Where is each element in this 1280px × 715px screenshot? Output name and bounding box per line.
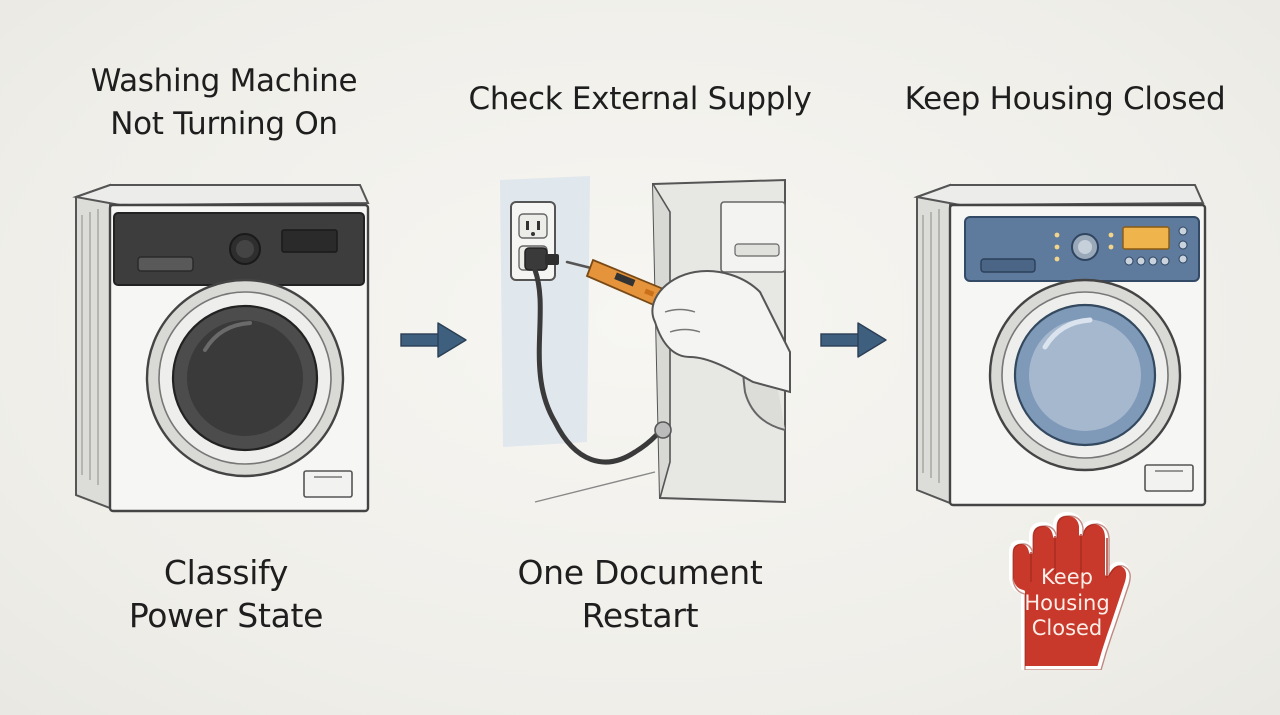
step-1-title-line-1: Washing Machine <box>90 63 358 99</box>
step-3-title: Keep Housing Closed <box>880 78 1250 121</box>
step-2-caption: One Document Restart <box>490 552 790 638</box>
step-3-title-line-1: Keep Housing Closed <box>904 81 1226 117</box>
stop-sign-line-2: Housing <box>1024 590 1110 615</box>
step-1-title: Washing Machine Not Turning On <box>74 60 374 146</box>
arrow-right-icon <box>820 322 887 358</box>
step-1-caption: Classify Power State <box>76 552 376 638</box>
step-1-title-line-2: Not Turning On <box>110 105 338 142</box>
washing-machine-off-icon <box>72 183 370 513</box>
stop-sign-line-1: Keep <box>1041 565 1093 589</box>
step-2-caption-line-1: One Document <box>517 553 763 592</box>
stop-sign-line-3: Closed <box>1031 616 1103 641</box>
arrow-right-icon <box>400 322 467 358</box>
stop-hand-icon <box>1009 512 1131 670</box>
step-2-title: Check External Supply <box>440 78 840 121</box>
outlet-test-scene <box>500 176 791 504</box>
step-2-title-line-1: Check External Supply <box>468 81 812 117</box>
step-1-caption-line-1: Classify <box>163 553 289 592</box>
stop-sign-label: Keep Housing Closed <box>1003 565 1131 642</box>
step-1-caption-line-2: Power State <box>128 595 324 635</box>
washing-machine-closed-icon <box>913 183 1207 507</box>
step-2-caption-line-2: Restart <box>581 595 699 635</box>
